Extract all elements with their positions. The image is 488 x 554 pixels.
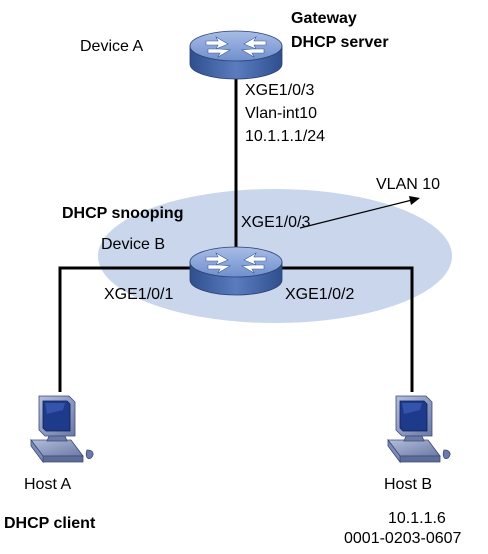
- device-a-interface: Vlan-int10: [245, 105, 318, 122]
- host-b-mac: 0001-0203-0607: [344, 530, 462, 547]
- device-a-name: Device A: [80, 38, 144, 55]
- vlan-arrow-line: [299, 199, 413, 229]
- switch-icon: [189, 246, 283, 296]
- device-b-role: DHCP snooping: [62, 205, 184, 222]
- device-a-role-dhcp-server: DHCP server: [291, 34, 389, 51]
- device-a-port: XGE1/0/3: [245, 82, 315, 99]
- link-b-host-a: [58, 266, 200, 392]
- host-b-name: Host B: [384, 476, 433, 493]
- computer-icon: [387, 395, 451, 463]
- computer-icon: [30, 395, 94, 463]
- vlan-arrow-head: [409, 196, 420, 205]
- device-a-role-gateway: Gateway: [291, 10, 357, 27]
- device-b-name: Device B: [101, 236, 166, 253]
- device-b-port-right: XGE1/0/2: [285, 286, 355, 303]
- host-b-ip: 10.1.1.6: [388, 510, 446, 527]
- device-a-ip: 10.1.1.1/24: [245, 128, 326, 145]
- device-b-port-up: XGE1/0/3: [241, 214, 311, 231]
- link-b-host-b: [272, 266, 414, 392]
- device-b-port-left: XGE1/0/1: [104, 286, 174, 303]
- host-a-role: DHCP client: [4, 515, 96, 532]
- vlan-label: VLAN 10: [376, 176, 441, 193]
- host-a-name: Host A: [24, 476, 72, 493]
- router-icon: [189, 30, 283, 80]
